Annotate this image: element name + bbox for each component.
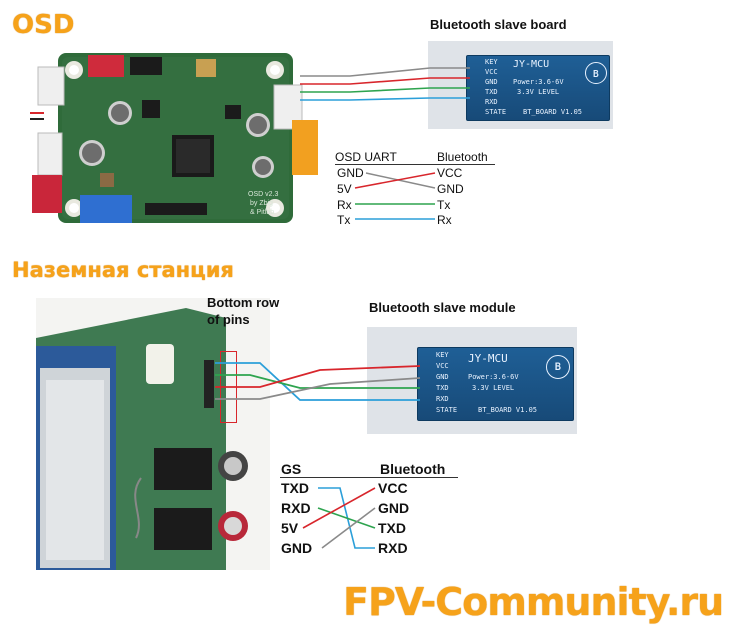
- bt2-row-gnd: GND: [436, 373, 449, 381]
- bt2-row-txd: TXD: [436, 384, 449, 392]
- board-silk-3: & Pitlab: [250, 209, 275, 216]
- osd-right-pin-1: VCC: [437, 166, 463, 180]
- gs-pins-label-1: Bottom row: [207, 295, 280, 310]
- gs-left-pin-2: RXD: [281, 500, 311, 516]
- gs-board-photo: [36, 298, 270, 570]
- osd-right-pin-4: Rx: [437, 213, 452, 227]
- bt-module-bottom: KEY VCC GND TXD RXD STATE JY-MCU Power:3…: [417, 347, 574, 421]
- gs-right-pin-3: TXD: [378, 520, 406, 536]
- bt-row-vcc: VCC: [485, 68, 498, 76]
- board-silk-2: by Zbig: [250, 200, 273, 207]
- gs-right-pin-2: GND: [378, 500, 410, 516]
- gs-bt-photo-bg: KEY VCC GND TXD RXD STATE JY-MCU Power:3…: [367, 327, 577, 434]
- gs-left-pin-1: TXD: [281, 480, 309, 496]
- gs-table-right-header: Bluetooth: [380, 461, 446, 477]
- osd-bt-title: Bluetooth slave board: [430, 17, 567, 32]
- gs-bt-title: Bluetooth slave module: [369, 300, 516, 315]
- bluetooth-logo-icon: ʙ: [546, 355, 570, 379]
- bt-row-txd: TXD: [485, 88, 498, 96]
- gs-table-left-header: GS: [281, 461, 302, 477]
- bt2-row-state: STATE: [436, 406, 458, 414]
- bt-row-gnd: GND: [485, 78, 498, 86]
- bt2-power: Power:3.6-6V: [468, 373, 519, 381]
- bt-row-rxd: RXD: [485, 98, 498, 106]
- osd-right-pin-3: Tx: [437, 198, 451, 212]
- bt-level: 3.3V LEVEL: [517, 88, 560, 96]
- bt-board-version: BT_BOARD V1.05: [523, 108, 583, 116]
- bt-row-state: STATE: [485, 108, 507, 116]
- osd-table-divider: [335, 164, 495, 165]
- gs-right-pin-1: VCC: [378, 480, 408, 496]
- bt2-row-vcc: VCC: [436, 362, 449, 370]
- osd-title: OSD: [12, 10, 75, 40]
- osd-left-pin-1: GND: [337, 166, 364, 180]
- osd-board-photo: OSD v2.3 by Zbig & Pitlab: [30, 45, 320, 230]
- osd-right-pin-2: GND: [437, 182, 464, 196]
- bt2-row-rxd: RXD: [436, 395, 449, 403]
- bt2-brand: JY-MCU: [468, 352, 508, 365]
- bt2-board-version: BT_BOARD V1.05: [478, 406, 538, 414]
- bt2-level: 3.3V LEVEL: [472, 384, 515, 392]
- osd-left-pin-3: Rx: [337, 198, 352, 212]
- bt-module-top: KEY VCC GND TXD RXD STATE JY-MCU Power:3…: [466, 55, 610, 121]
- osd-table-right-header: Bluetooth: [437, 150, 488, 164]
- bt-row-key: KEY: [485, 58, 498, 66]
- board-silk-1: OSD v2.3: [248, 191, 279, 198]
- gs-title: Наземная станция: [12, 258, 234, 282]
- bt2-row-key: KEY: [436, 351, 449, 359]
- osd-bt-photo-bg: KEY VCC GND TXD RXD STATE JY-MCU Power:3…: [428, 41, 613, 129]
- gs-left-pin-3: 5V: [281, 520, 299, 536]
- watermark-text: FPV-Community.ru: [343, 580, 724, 624]
- gs-pins-highlight: [220, 351, 237, 423]
- gs-right-pin-4: RXD: [378, 540, 408, 556]
- gs-pins-label-2: of pins: [207, 312, 250, 327]
- osd-left-pin-2: 5V: [337, 182, 352, 196]
- gs-table-divider: [280, 477, 458, 478]
- osd-table-left-header: OSD UART: [335, 150, 397, 164]
- bt-power: Power:3.6-6V: [513, 78, 564, 86]
- gs-left-pin-4: GND: [281, 540, 313, 556]
- bt-brand: JY-MCU: [513, 59, 550, 70]
- bluetooth-logo-icon: ʙ: [585, 62, 607, 84]
- osd-left-pin-4: Tx: [337, 213, 351, 227]
